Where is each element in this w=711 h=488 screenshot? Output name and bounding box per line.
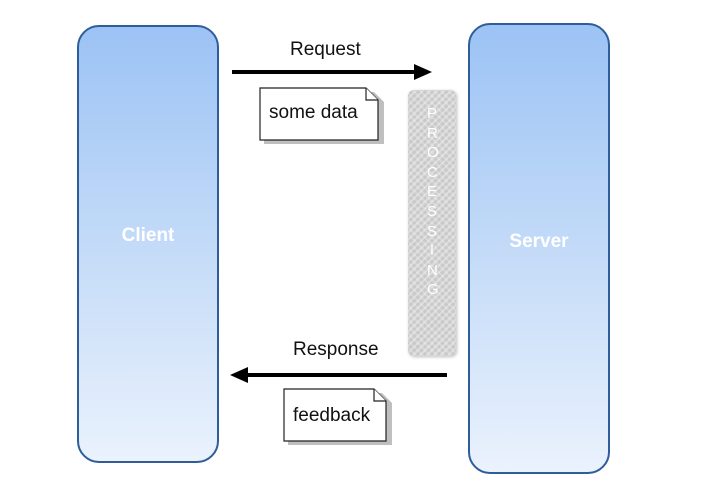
request-payload-note: some data [258, 86, 386, 146]
processing-label: PROCESSING [427, 105, 439, 299]
note-shape [259, 87, 384, 144]
request-arrow [232, 64, 432, 80]
client-node: Client [77, 25, 219, 463]
processing-bar: PROCESSING [408, 90, 456, 356]
response-payload-text: feedback [293, 405, 371, 426]
request-label: Request [290, 39, 361, 60]
request-payload-text: some data [269, 102, 358, 123]
server-label: Server [509, 231, 569, 252]
response-label: Response [293, 339, 379, 360]
note-shape [283, 388, 392, 445]
server-node: Server [468, 23, 610, 474]
response-arrow [230, 367, 447, 383]
client-label: Client [121, 225, 175, 246]
response-payload-note: feedback [282, 387, 394, 447]
